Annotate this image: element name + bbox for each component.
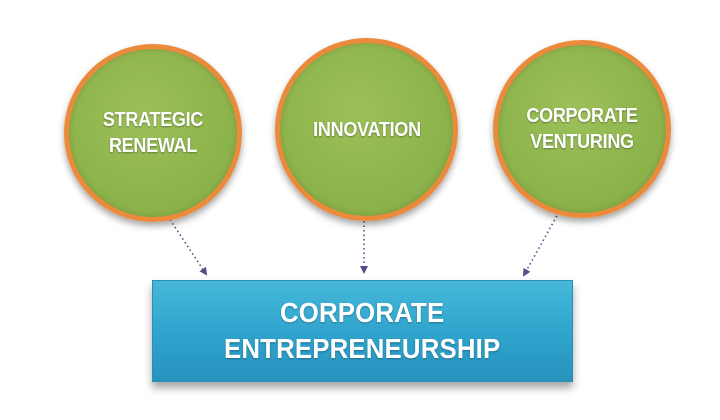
node-strategic-renewal: STRATEGIC RENEWAL xyxy=(64,44,242,222)
node-corporate-entrepreneurship: CORPORATE ENTREPRENEURSHIP xyxy=(152,280,573,382)
arrow-strategic-renewal-to-entrepreneurship xyxy=(164,211,208,276)
node-strategic-renewal-label: STRATEGIC RENEWAL xyxy=(102,109,204,157)
node-innovation: INNOVATION xyxy=(275,38,458,221)
node-corporate-entrepreneurship-label: CORPORATE ENTREPRENEURSHIP xyxy=(224,297,501,364)
node-corporate-venturing-label: CORPORATE VENTURING xyxy=(526,105,638,153)
node-innovation-label: INNOVATION xyxy=(312,118,421,141)
node-corporate-venturing: CORPORATE VENTURING xyxy=(493,40,671,218)
arrow-corporate-venturing-to-entrepreneurship xyxy=(523,211,560,277)
